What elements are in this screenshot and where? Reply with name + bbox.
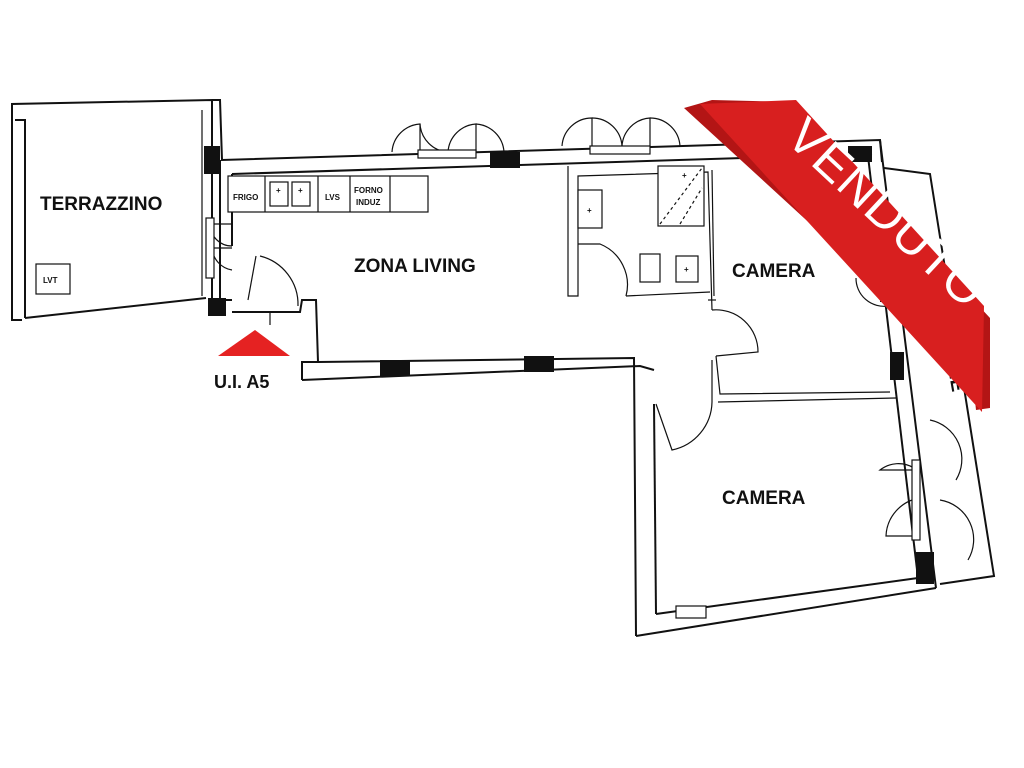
apartment-walls — [212, 99, 996, 637]
camera-2-label: CAMERA — [722, 488, 806, 509]
svg-text:+: + — [587, 206, 592, 215]
svg-text:+: + — [276, 186, 281, 195]
lvt-label: LVT — [43, 276, 58, 285]
frigo-label: FRIGO — [233, 193, 258, 202]
bathroom-fixtures: + + + — [577, 165, 705, 283]
unit-label: U.I. A5 — [214, 372, 269, 392]
lvs-label: LVS — [325, 193, 341, 202]
induz-label: INDUZ — [356, 198, 381, 207]
svg-text:+: + — [298, 186, 303, 195]
radiator — [675, 605, 707, 619]
svg-text:+: + — [684, 265, 689, 274]
entrance-marker — [218, 330, 290, 356]
lvt-fixture — [35, 263, 71, 295]
terrazzino-label: TERRAZZINO — [40, 194, 162, 215]
svg-text:+: + — [682, 171, 687, 180]
sold-banner: VENDUTO — [684, 100, 998, 412]
forno-label: FORNO — [354, 186, 383, 195]
doors-windows — [205, 117, 975, 619]
kitchen-counter: + + FRIGO LVS FORNO INDUZ — [227, 175, 429, 213]
camera-1-label: CAMERA — [732, 261, 816, 282]
zona-living-label: ZONA LIVING — [354, 256, 476, 277]
